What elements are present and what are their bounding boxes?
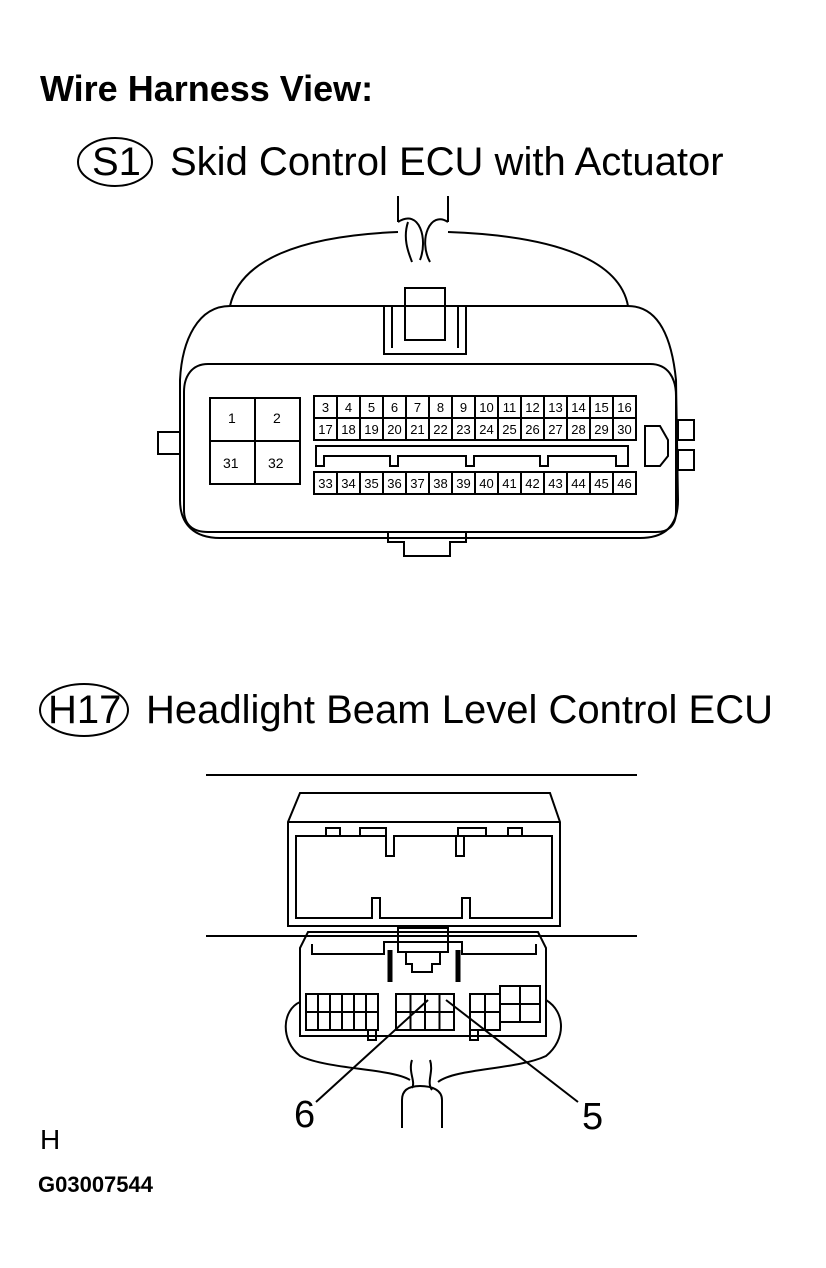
s1-pin-label: 7: [414, 400, 421, 415]
connector-s1-code: S1: [92, 140, 141, 184]
s1-pin-31: 31: [223, 455, 239, 471]
connector-s1-code-oval: [77, 137, 153, 187]
wire-left: [229, 231, 399, 307]
s1-pin-label: 5: [368, 400, 375, 415]
h17-wire-right: [437, 999, 562, 1083]
s1-pin-label: 22: [433, 422, 447, 437]
s1-pin-label: 11: [503, 400, 517, 415]
h17-wire-left: [284, 1001, 411, 1081]
s1-pin-label: 36: [387, 476, 401, 491]
s1-pin-label: 13: [548, 400, 562, 415]
s1-pin-label: 29: [594, 422, 608, 437]
s1-pin-label: 3: [322, 400, 329, 415]
s1-pin-label: 43: [548, 476, 562, 491]
s1-pin-label: 10: [479, 400, 493, 415]
s1-pin-label: 16: [617, 400, 631, 415]
s1-pin-label: 21: [410, 422, 424, 437]
s1-pin-label: 24: [479, 422, 493, 437]
s1-pin-label: 37: [410, 476, 424, 491]
connector-s1-name: Skid Control ECU with Actuator: [170, 140, 724, 184]
connector-h17-code-oval: [39, 683, 129, 737]
s1-pin-label: 44: [571, 476, 585, 491]
s1-pin-label: 41: [502, 476, 516, 491]
s1-tab-right-1: [677, 419, 695, 441]
s1-tab-left: [157, 431, 181, 455]
s1-pin-label: 6: [391, 400, 398, 415]
connector-h17-code: H17: [48, 688, 122, 732]
s1-housing-inner: [183, 363, 677, 533]
s1-pin-32: 32: [268, 455, 284, 471]
s1-pin-label: 14: [571, 400, 585, 415]
wire-bundle-top: [397, 196, 449, 222]
h17-upper-housing: [287, 792, 561, 927]
s1-pin-label: 15: [594, 400, 608, 415]
s1-key-strip: [315, 445, 629, 467]
s1-latch-outer: [383, 306, 467, 355]
callout-leader-5: [445, 999, 579, 1103]
s1-pin-label: 42: [525, 476, 539, 491]
h17-latch: [397, 927, 449, 953]
s1-pin-1: 1: [228, 410, 236, 426]
s1-pin-label: 26: [525, 422, 539, 437]
wire-right: [447, 231, 629, 307]
wire-twist: [397, 217, 449, 263]
s1-pin-label: 27: [548, 422, 562, 437]
h17-upper-cavity: [295, 835, 553, 919]
s1-pin-label: 12: [525, 400, 539, 415]
s1-pin-label: 20: [387, 422, 401, 437]
s1-pin-label: 4: [345, 400, 352, 415]
figure-code: G03007544: [38, 1172, 153, 1197]
s1-pin-label: 9: [460, 400, 467, 415]
s1-tab-right-2: [677, 449, 695, 471]
s1-pin-label: 33: [318, 476, 332, 491]
s1-pin-label: 46: [617, 476, 631, 491]
callout-6: 6: [294, 1094, 316, 1136]
s1-pin-2: 2: [273, 410, 281, 426]
callout-leader-6: [315, 999, 429, 1103]
s1-pin-label: 35: [364, 476, 378, 491]
s1-pin-label: 19: [364, 422, 378, 437]
s1-latch-bottom: [387, 532, 467, 557]
s1-pin-label: 38: [433, 476, 447, 491]
s1-pin-label: 45: [594, 476, 608, 491]
s1-housing-outer: [179, 305, 680, 539]
s1-pin-label: 8: [437, 400, 444, 415]
s1-pin-label: 39: [456, 476, 470, 491]
s1-pin-label: 34: [341, 476, 355, 491]
s1-pin-label: 30: [617, 422, 631, 437]
connector-s1: [77, 137, 695, 557]
footer-mark: H: [40, 1124, 61, 1155]
h17-lower-housing: [299, 931, 547, 1037]
s1-pin-label: 40: [479, 476, 493, 491]
s1-pin-label: 23: [456, 422, 470, 437]
connector-h17-name: Headlight Beam Level Control ECU: [146, 688, 773, 732]
h17-wire-sleeve: [401, 1084, 443, 1128]
s1-key: [644, 425, 669, 467]
s1-pin-label: 25: [502, 422, 516, 437]
s1-latch-inner: [404, 287, 446, 341]
connector-h17: [39, 683, 637, 1128]
page-title: Wire Harness View:: [40, 68, 374, 109]
callout-5: 5: [582, 1096, 604, 1138]
s1-pin-label: 17: [318, 422, 332, 437]
s1-pin-label: 28: [571, 422, 585, 437]
s1-pin-label: 18: [341, 422, 355, 437]
